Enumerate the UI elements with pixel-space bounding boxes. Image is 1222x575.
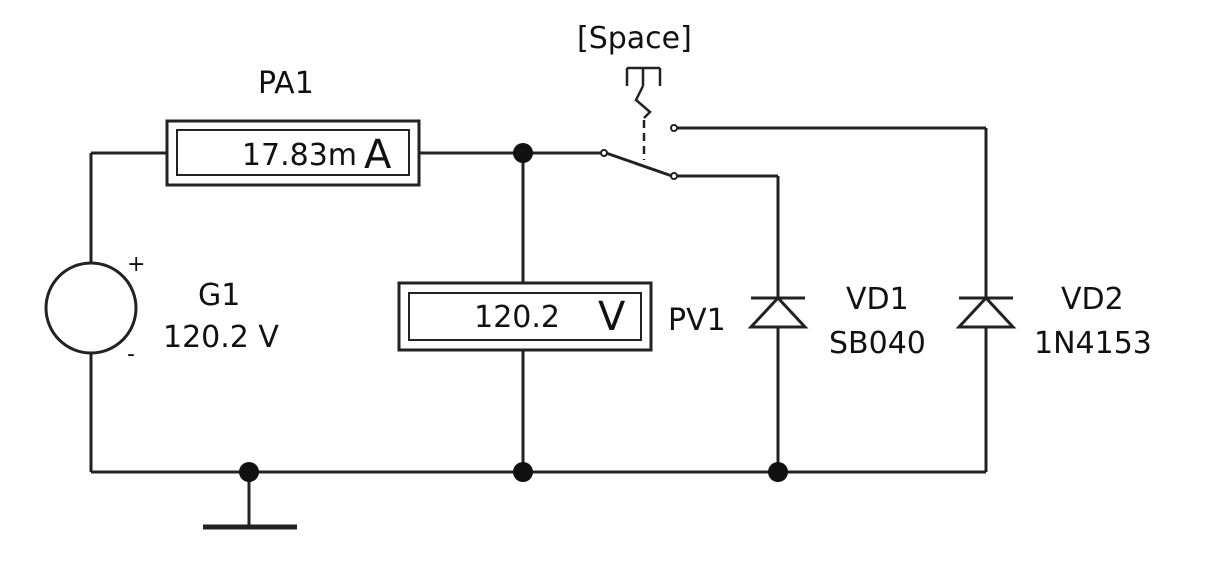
- voltmeter-pv1: 120.2 V PV1: [397, 281, 726, 352]
- source-circle: [44, 261, 138, 355]
- junction-dot: [513, 462, 533, 482]
- diode-vd1: VD1 SB040: [747, 282, 926, 361]
- diode-vd2: VD2 1N4153: [955, 282, 1152, 361]
- ammeter-reading: 17.83m: [242, 138, 357, 173]
- voltmeter-reading: 120.2: [474, 300, 560, 335]
- diode-vd2-model: 1N4153: [1034, 326, 1152, 361]
- diode-vd1-model: SB040: [829, 326, 926, 361]
- ammeter-pa1: PA1 17.83m A: [165, 66, 421, 187]
- diode-vd2-designator: VD2: [1061, 282, 1124, 317]
- source-value: 120.2 V: [163, 320, 279, 355]
- source-designator: G1: [198, 278, 240, 313]
- source-plus-sign: +: [127, 252, 145, 277]
- ammeter-designator: PA1: [258, 66, 314, 101]
- switch-keycap-icon: [625, 66, 662, 160]
- voltage-source-g1: + - G1 120.2 V: [44, 252, 279, 367]
- junction-dot: [768, 462, 788, 482]
- junctions: [239, 143, 788, 482]
- switch-blade: [605, 151, 673, 178]
- ammeter-display: [176, 129, 410, 176]
- voltmeter-display: [408, 292, 642, 341]
- switch-upper-contact: [670, 124, 678, 132]
- diode-vd2-triangle: [955, 295, 1017, 329]
- source-minus-sign: -: [127, 342, 135, 367]
- diode-vd1-triangle: [747, 295, 809, 329]
- diode-vd1-designator: VD1: [846, 282, 909, 317]
- key-switch[interactable]: [Space]: [577, 21, 692, 180]
- junction-dot: [513, 143, 533, 163]
- voltmeter-designator: PV1: [668, 303, 726, 338]
- junction-dot: [239, 462, 259, 482]
- switch-key-label: [Space]: [577, 21, 692, 56]
- ammeter-unit: A: [364, 132, 392, 178]
- voltmeter-unit: V: [598, 294, 626, 340]
